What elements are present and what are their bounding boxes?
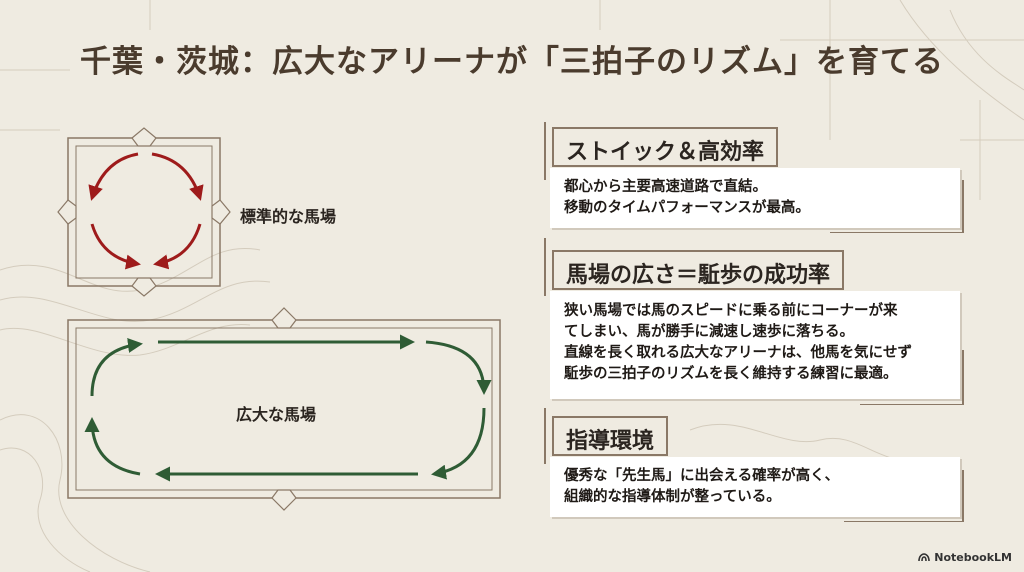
section-heading-arena-size: 馬場の広さ＝駈歩の成功率 <box>552 250 845 290</box>
frame-line <box>544 122 546 180</box>
frame-line <box>962 350 964 404</box>
frame-line <box>830 232 964 233</box>
large-arena-arrows <box>84 334 492 482</box>
card-text-line: 移動のタイムパフォーマンスが最高。 <box>564 200 810 216</box>
small-arena-fence <box>67 137 221 287</box>
notebooklm-logo: NotebookLM <box>918 551 1012 564</box>
red-arrow-top-left <box>88 152 139 201</box>
section-heading-instruction: 指導環境 <box>552 416 669 456</box>
small-arena-label: 標準的な馬場 <box>240 207 337 226</box>
large-arena-label: 広大な馬場 <box>236 405 317 424</box>
card-text-line: てしまい、馬が勝手に減速し速歩に落ちる。 <box>564 324 854 340</box>
page-title: 千葉・茨城：広大なアリーナが「三拍子のリズム」を育てる <box>80 44 944 80</box>
red-arrow-bottom-left <box>90 223 141 270</box>
small-arena-gates <box>57 127 231 297</box>
frame-line <box>962 470 964 522</box>
section-card-instruction: 優秀な「先生馬」に出会える確率が高く、 組織的な指導体制が整っている。 <box>550 457 960 517</box>
frame-line <box>544 408 546 464</box>
section-card-arena-size: 狭い馬場では馬のスピードに乗る前にコーナーが来 てしまい、馬が勝手に減速し速歩に… <box>550 291 960 399</box>
green-arrow-top-left <box>90 338 143 397</box>
large-arena-gates <box>271 307 297 511</box>
red-arrow-top-right <box>151 152 204 201</box>
notebooklm-icon <box>918 553 931 562</box>
card-text-line: 直線を長く取れる広大なアリーナは、他馬を気にせず <box>564 345 912 361</box>
card-text-line: 狭い馬場では馬のスピードに乗る前にコーナーが来 <box>564 303 898 319</box>
red-arrow-bottom-right <box>153 223 202 270</box>
green-arrow-bottom-right <box>431 407 486 480</box>
card-text-line: 駈歩の三拍子のリズムを長く維持する練習に最適。 <box>564 366 898 382</box>
frame-line <box>860 404 964 405</box>
section-heading-access: ストイック＆高効率 <box>552 127 779 167</box>
frame-line <box>544 238 546 296</box>
card-text-line: 都心から主要高速道路で直結。 <box>564 179 767 195</box>
card-text-line: 組織的な指導体制が整っている。 <box>564 489 781 505</box>
small-arena-arrows <box>88 152 204 270</box>
frame-line <box>844 521 964 522</box>
green-arrow-top-right <box>425 340 492 395</box>
green-arrow-bottom-left <box>84 417 141 476</box>
logo-text: NotebookLM <box>934 551 1012 564</box>
card-text-line: 優秀な「先生馬」に出会える確率が高く、 <box>564 468 840 484</box>
section-card-access: 都心から主要高速道路で直結。 移動のタイムパフォーマンスが最高。 <box>550 168 960 228</box>
frame-line <box>962 180 964 232</box>
